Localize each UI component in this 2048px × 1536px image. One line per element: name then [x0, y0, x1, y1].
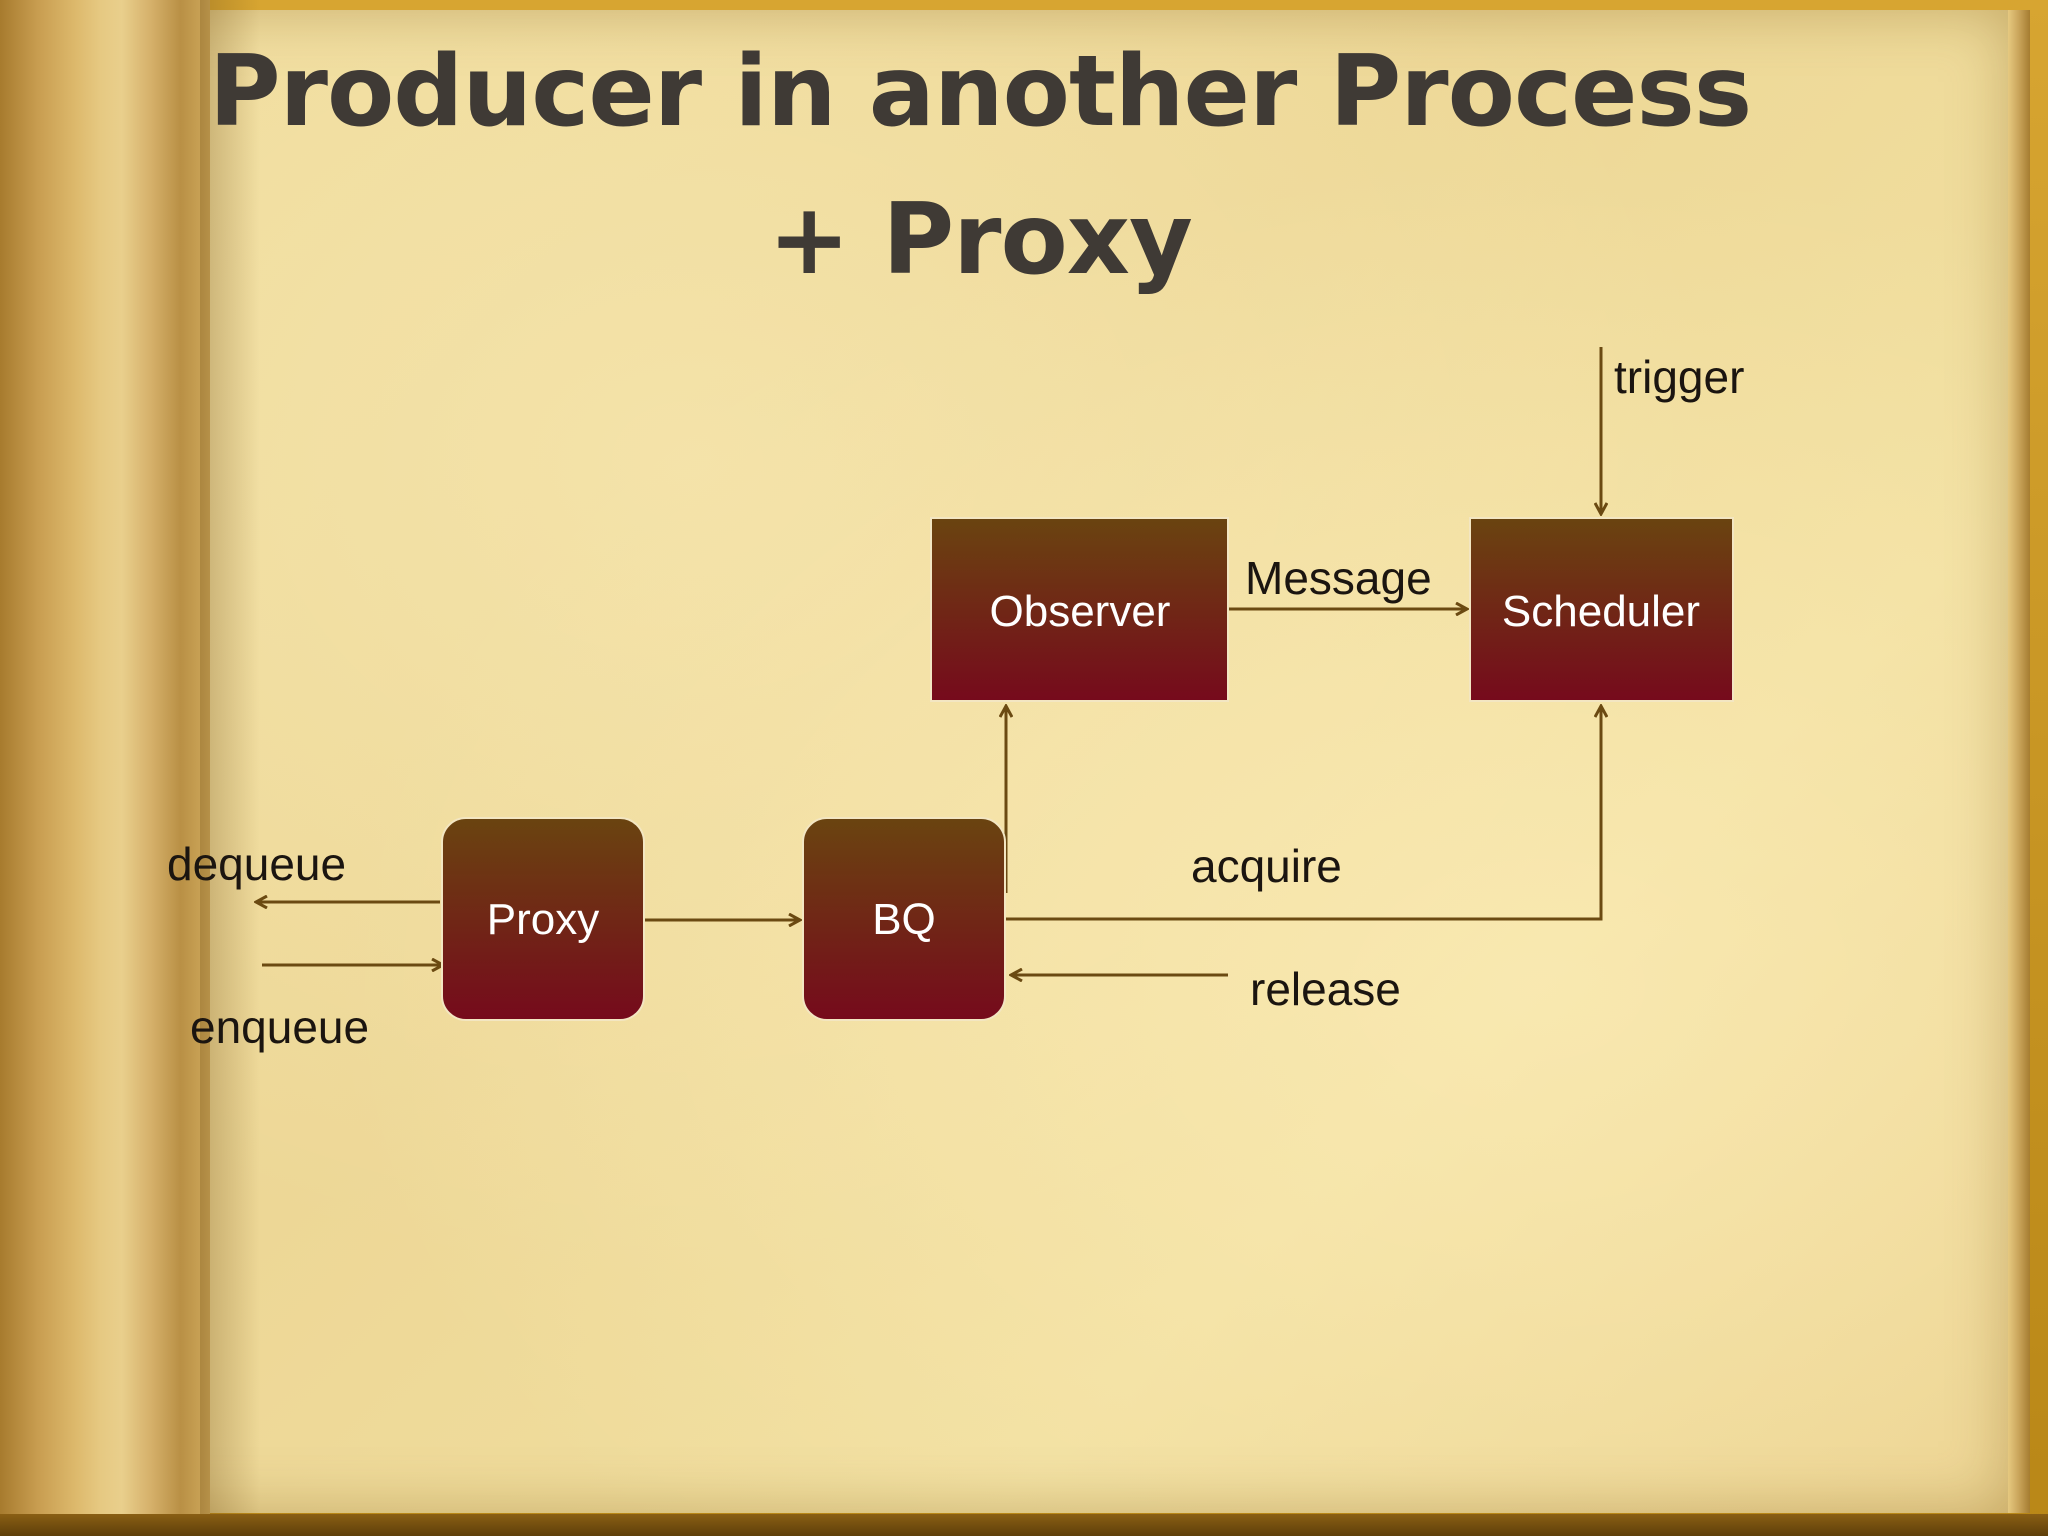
scheduler-box — [1469, 517, 1734, 702]
observer-label: Observer — [990, 587, 1171, 636]
proxy-label: Proxy — [487, 895, 599, 944]
spine-shadow — [200, 0, 260, 1536]
proxy-box — [441, 817, 645, 1021]
acquire-arrow — [1006, 706, 1601, 921]
title-line-2: + Proxy — [768, 183, 1193, 297]
acquire-label: acquire — [1191, 840, 1342, 892]
slide-title: Producer in another Process + Proxy — [0, 18, 1960, 314]
bq-box — [802, 817, 1006, 1021]
release-label: release — [1250, 963, 1401, 1015]
title-line-1: Producer in another Process — [208, 35, 1752, 149]
observer-node: Observer — [930, 517, 1229, 702]
book-bottom-rim — [0, 1514, 2048, 1536]
bq-node: BQ — [802, 817, 1006, 1021]
scheduler-label: Scheduler — [1502, 587, 1700, 636]
scheduler-node: Scheduler — [1469, 517, 1734, 702]
page-edge — [2008, 10, 2030, 1513]
book-page — [120, 10, 2010, 1513]
message-label: Message — [1245, 552, 1432, 604]
enqueue-label: enqueue — [190, 1001, 369, 1053]
trigger-label: trigger — [1614, 351, 1744, 403]
proxy-node: Proxy — [441, 817, 645, 1021]
book-spine — [0, 0, 210, 1536]
bq-label: BQ — [872, 895, 936, 944]
dequeue-label: dequeue — [167, 838, 346, 890]
observer-box — [930, 517, 1229, 702]
